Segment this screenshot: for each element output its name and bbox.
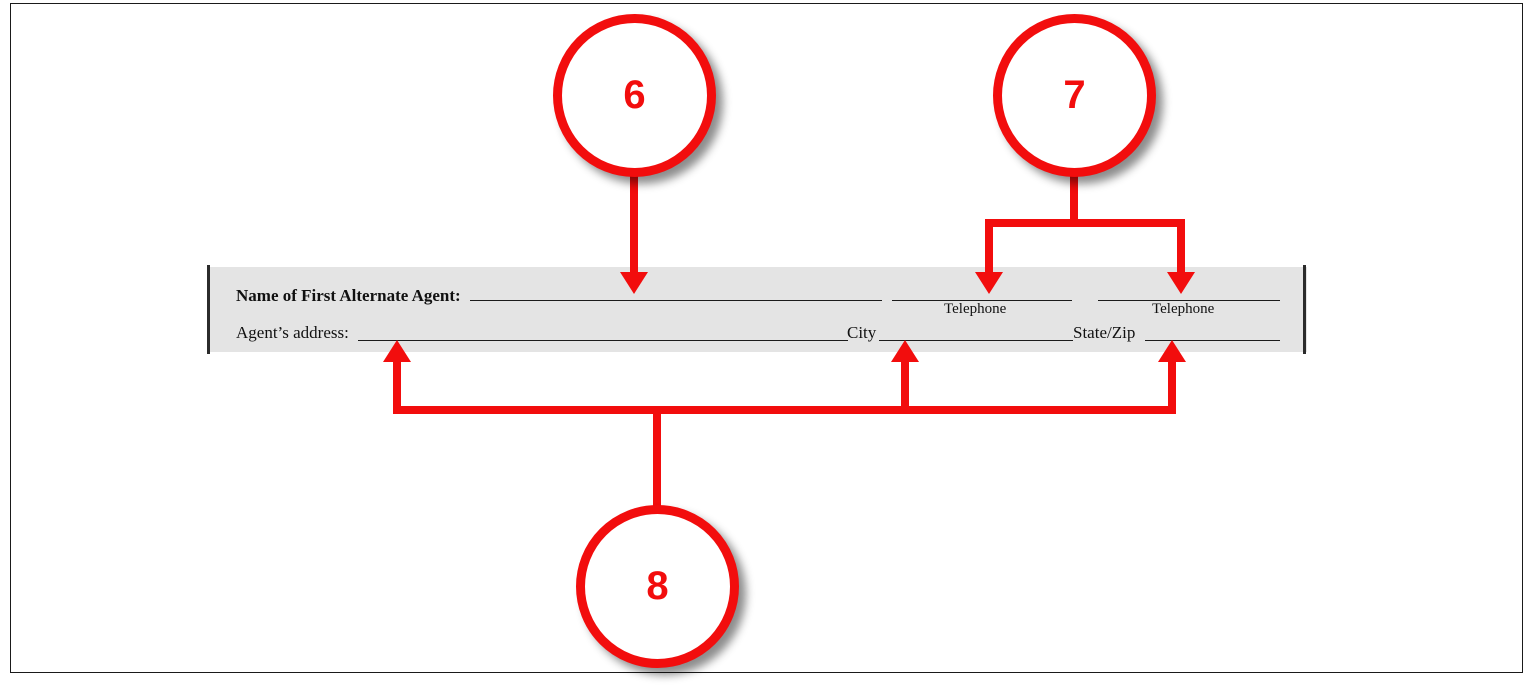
- callout-8-circle[interactable]: 8: [576, 505, 739, 668]
- callout-7-branch-right: [1177, 219, 1185, 274]
- telephone-caption-2: Telephone: [1152, 301, 1215, 317]
- agent-address-label: Agent’s address:: [236, 323, 349, 342]
- callout-7-arrowhead-left: [975, 272, 1003, 294]
- form-band-right-rule: [1303, 265, 1306, 354]
- form-band-left-rule: [207, 265, 210, 354]
- callout-7-connector-stem: [1070, 172, 1078, 226]
- address-field[interactable]: [358, 340, 848, 341]
- callout-8-connector-bar: [393, 406, 1176, 414]
- callout-8-connector-stem: [653, 406, 661, 516]
- telephone-field-1[interactable]: [892, 300, 1072, 301]
- callout-8-branch-city: [901, 360, 909, 410]
- callout-6-connector-stem: [630, 172, 638, 274]
- callout-6-number: 6: [623, 73, 646, 117]
- callout-8-arrowhead-statezip: [1158, 340, 1186, 362]
- callout-7-arrowhead-right: [1167, 272, 1195, 294]
- form-band: [207, 267, 1307, 352]
- city-label: City: [847, 323, 877, 342]
- telephone-field-2[interactable]: [1098, 300, 1280, 301]
- callout-7-number: 7: [1063, 73, 1086, 117]
- callout-7-circle[interactable]: 7: [993, 14, 1156, 177]
- state-zip-label: State/Zip: [1073, 323, 1136, 342]
- callout-8-branch-address: [393, 360, 401, 410]
- telephone-caption-1: Telephone: [944, 301, 1007, 317]
- name-field[interactable]: [470, 300, 882, 301]
- callout-6-circle[interactable]: 6: [553, 14, 716, 177]
- state-zip-field[interactable]: [1145, 340, 1280, 341]
- callout-8-number: 8: [646, 564, 669, 608]
- callout-6-arrowhead: [620, 272, 648, 294]
- callout-7-connector-bar: [985, 219, 1185, 227]
- name-of-first-alternate-agent-label: Name of First Alternate Agent:: [236, 286, 461, 305]
- callout-8-arrowhead-city: [891, 340, 919, 362]
- callout-8-branch-statezip: [1168, 360, 1176, 410]
- callout-8-arrowhead-address: [383, 340, 411, 362]
- city-field[interactable]: [879, 340, 1073, 341]
- callout-7-branch-left: [985, 219, 993, 274]
